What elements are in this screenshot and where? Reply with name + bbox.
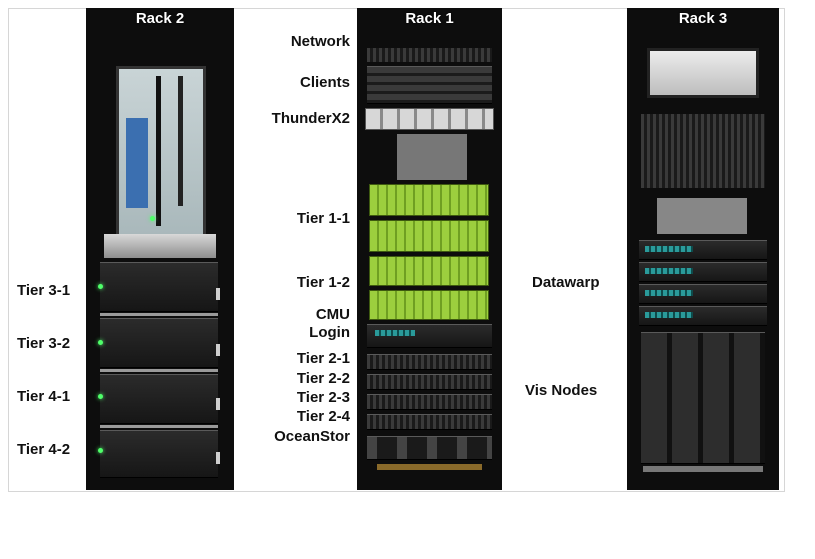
label-oceanstor: OceanStor xyxy=(274,428,350,445)
rack-2-chassis-tier-4-2 xyxy=(100,430,218,478)
rack-2-led xyxy=(150,216,155,221)
rack-3-panel xyxy=(645,290,693,296)
rack-1-clients xyxy=(367,66,492,104)
rack-3-top-window xyxy=(647,48,759,98)
rack-1-cmu-login xyxy=(367,324,492,348)
rack-1-network-switch xyxy=(367,48,492,62)
rack-3-panel xyxy=(645,312,693,318)
rack-2-chassis-tier-3-1 xyxy=(100,262,218,312)
rack-1-tier-2-3 xyxy=(367,394,492,410)
label-vis-nodes: Vis Nodes xyxy=(525,382,598,399)
rack-1-oceanstor xyxy=(367,436,492,460)
label-cmu: CMU xyxy=(315,306,350,323)
rack-2-handle xyxy=(216,452,220,464)
rack-2: Rack 2 xyxy=(86,8,234,490)
rack-2-rail xyxy=(100,425,218,428)
rack-2-led xyxy=(98,394,103,399)
label-tier-2-1: Tier 2-1 xyxy=(296,350,350,367)
rack-1-tier-1-1-a xyxy=(369,184,489,216)
rack-3-title: Rack 3 xyxy=(678,10,728,27)
rack-1-tier-1-1-b xyxy=(369,220,489,252)
rack-2-led xyxy=(98,340,103,345)
rack-2-cable xyxy=(156,76,161,226)
rack-1-tier-2-1 xyxy=(367,354,492,370)
rack-3: Rack 3 xyxy=(627,8,779,490)
rack-3-blanking-panel xyxy=(641,114,765,188)
rack-2-blue-panel xyxy=(126,118,148,208)
rack-1-tier-2-2 xyxy=(367,374,492,390)
rack-1-title: Rack 1 xyxy=(405,10,454,27)
rack-3-base xyxy=(643,466,763,472)
rack-3-panel xyxy=(645,246,693,252)
label-network: Network xyxy=(290,33,350,50)
rack-3-gap xyxy=(657,198,747,234)
rack-3-datawarp-1 xyxy=(639,240,767,260)
rack-3-datawarp-2 xyxy=(639,262,767,282)
rack-2-led xyxy=(98,448,103,453)
rack-3-panel xyxy=(645,268,693,274)
label-tier-4-1: Tier 4-1 xyxy=(17,388,71,405)
rack-2-handle xyxy=(216,344,220,356)
rack-1: Rack 1 xyxy=(357,8,502,490)
label-tier-2-4: Tier 2-4 xyxy=(296,408,350,425)
label-datawarp: Datawarp xyxy=(532,274,600,291)
label-tier-1-1: Tier 1-1 xyxy=(296,210,350,227)
label-tier-3-2: Tier 3-2 xyxy=(17,335,71,352)
label-login: Login xyxy=(309,324,350,341)
rack-1-tier-2-4 xyxy=(367,414,492,430)
label-tier-1-2: Tier 1-2 xyxy=(296,274,350,291)
label-tier-2-3: Tier 2-3 xyxy=(296,389,350,406)
rack-1-gap xyxy=(397,134,467,180)
rack-2-cable xyxy=(178,76,183,206)
rack-2-chassis-tier-4-1 xyxy=(100,374,218,424)
rack-2-led xyxy=(98,284,103,289)
rack-1-cmu-panel xyxy=(375,330,415,336)
rack-3-vis-nodes xyxy=(641,332,765,464)
label-thunderx2: ThunderX2 xyxy=(271,110,350,127)
label-tier-2-2: Tier 2-2 xyxy=(296,370,350,387)
rack-1-tier-1-2-a xyxy=(369,256,489,286)
rack-2-chassis-tier-3-2 xyxy=(100,318,218,368)
rack-3-datawarp-4 xyxy=(639,306,767,326)
rack-2-rail xyxy=(100,313,218,316)
rack-3-datawarp-3 xyxy=(639,284,767,304)
rack-2-handle xyxy=(216,398,220,410)
rack-1-thunderx2 xyxy=(365,108,494,130)
rack-2-rail xyxy=(100,369,218,372)
rack-1-tier-1-2-b xyxy=(369,290,489,320)
label-tier-3-1: Tier 3-1 xyxy=(17,282,71,299)
rack-2-handle xyxy=(216,288,220,300)
rack-2-title: Rack 2 xyxy=(135,10,185,27)
label-clients: Clients xyxy=(299,74,350,91)
rack-2-shelf xyxy=(104,234,216,258)
label-tier-4-2: Tier 4-2 xyxy=(17,441,71,458)
rack-1-base xyxy=(377,464,482,470)
